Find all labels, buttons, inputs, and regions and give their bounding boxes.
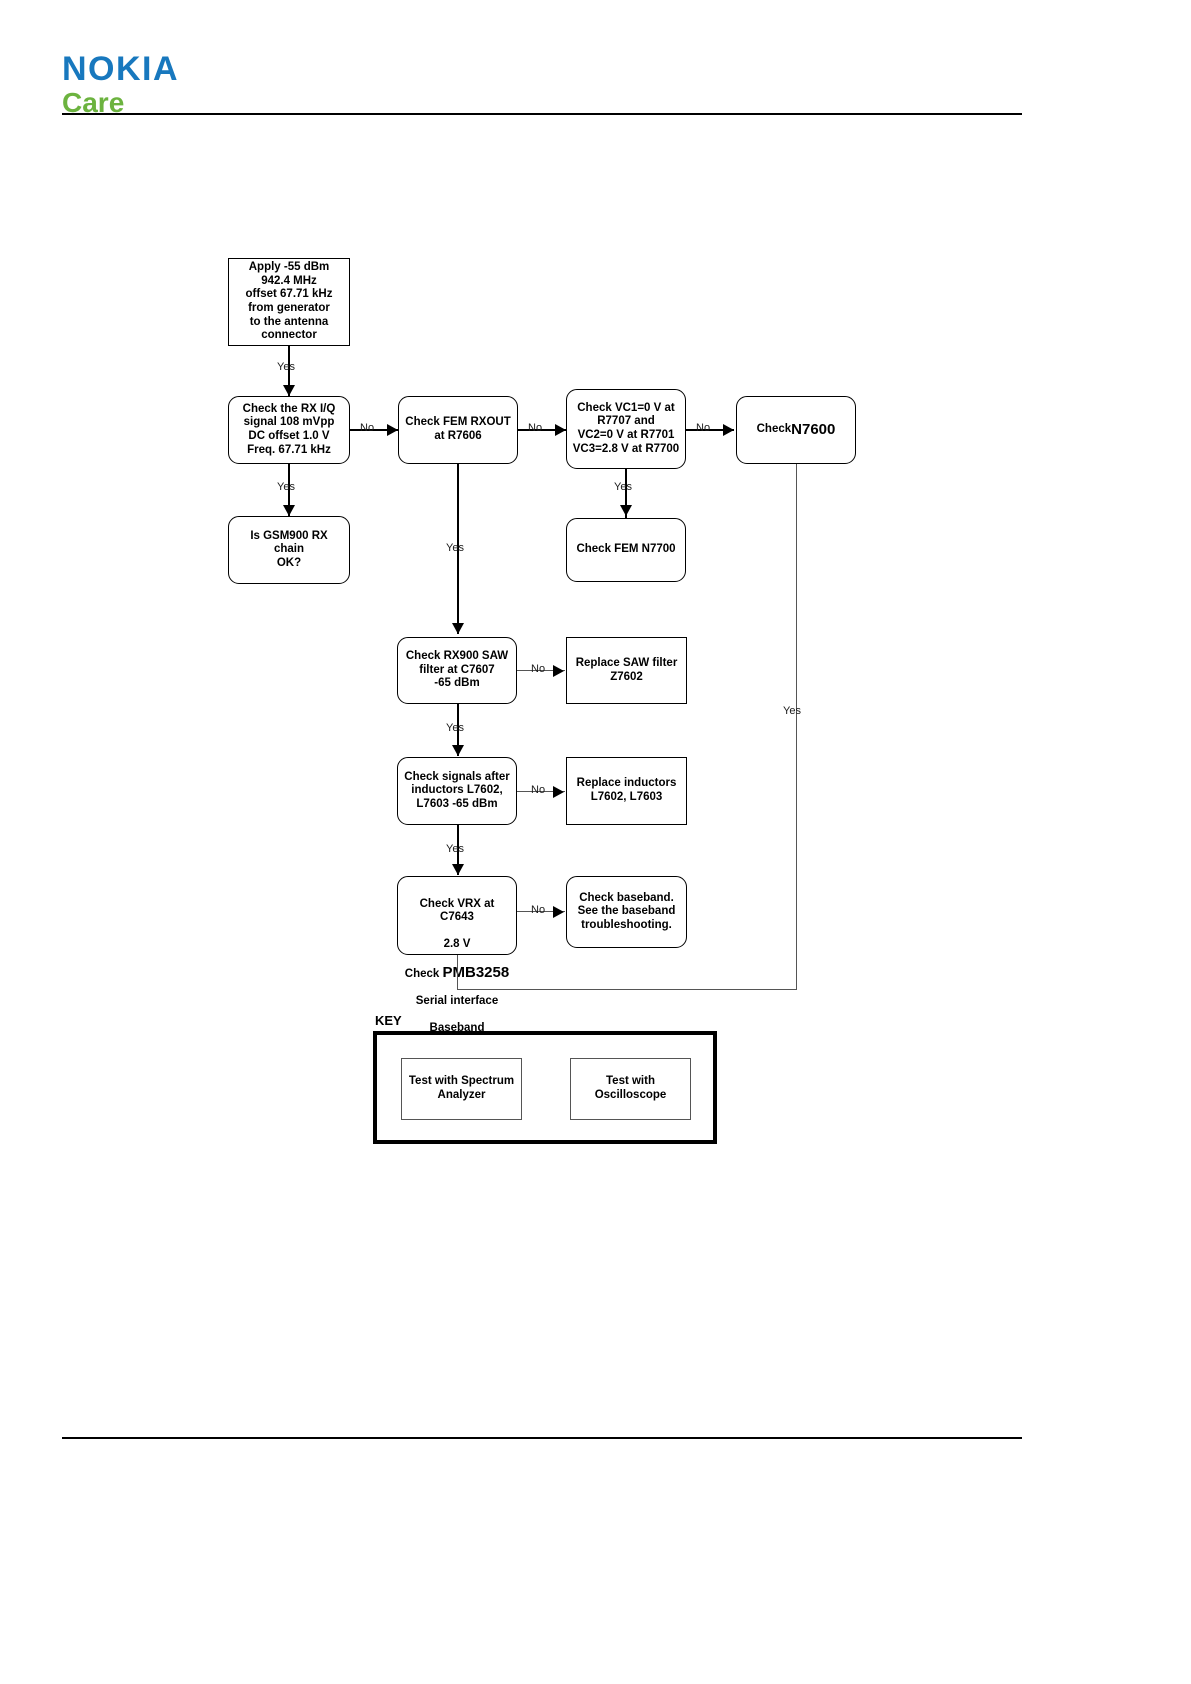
care-logo-text: Care	[62, 87, 125, 118]
edge-label-no-3: No	[696, 422, 711, 434]
footer-divider	[62, 1437, 1022, 1439]
edge-label-yes-3: Yes	[614, 481, 632, 493]
node-vrx-line3-prefix: Check	[404, 967, 443, 980]
page-header: NOKIA Care	[62, 52, 1022, 118]
edge-label-no-2: No	[528, 422, 543, 434]
edge-n12-n13	[517, 911, 565, 913]
edge-n2-n4	[350, 429, 398, 431]
node-check-vrx-pmb3258: Check VRX at C7643 2.8 V Check PMB3258 S…	[397, 876, 517, 1034]
key-title: KEY	[375, 1013, 402, 1028]
edge-label-yes-2: Yes	[277, 481, 295, 493]
arrow-n8-n10	[452, 745, 464, 756]
edge-n5-n7	[625, 469, 627, 521]
node-vrx-line5: Baseband	[429, 1021, 485, 1034]
arrow-n2-n4	[387, 424, 398, 436]
node-check-rx-iq: Check the RX I/Q signal 108 mVpp DC offs…	[228, 396, 350, 464]
edge-n6-return-vertical	[796, 464, 798, 990]
arrow-n4-n8	[452, 623, 464, 634]
edge-n12-return-horizontal	[457, 989, 797, 991]
node-check-n7600: Check N7600	[736, 396, 856, 464]
edge-label-yes-4: Yes	[446, 542, 464, 554]
header-divider	[62, 113, 1022, 115]
edge-n4-n8	[457, 464, 459, 634]
node-replace-saw-filter: Replace SAW filter Z7602	[566, 637, 687, 704]
arrow-n10-n11	[553, 786, 564, 798]
arrow-n5-n6	[723, 424, 734, 436]
arrow-n4-n5	[555, 424, 566, 436]
node-replace-inductors: Replace inductors L7602, L7603	[566, 757, 687, 825]
node-check-inductor-signals: Check signals after inductors L7602, L76…	[397, 757, 517, 825]
key-legend-box: Test with Spectrum Analyzer Test with Os…	[373, 1031, 717, 1144]
edge-n8-n10	[457, 704, 459, 756]
node-check-fem-rxout: Check FEM RXOUT at R7606	[398, 396, 518, 464]
edge-n2-n3	[288, 464, 290, 516]
arrow-n1-n2	[283, 385, 295, 396]
edge-label-yes-5: Yes	[446, 722, 464, 734]
key-item-spectrum-analyzer: Test with Spectrum Analyzer	[401, 1058, 522, 1120]
node-check-vc-voltages: Check VC1=0 V at R7707 and VC2=0 V at R7…	[566, 389, 686, 469]
nokia-logo-text: NOKIA	[62, 50, 180, 88]
edge-label-yes-6: Yes	[446, 843, 464, 855]
node-check-baseband: Check baseband. See the baseband trouble…	[566, 876, 687, 948]
key-item-oscilloscope: Test with Oscilloscope	[570, 1058, 691, 1120]
arrow-n2-n3	[283, 505, 295, 516]
edge-label-no-1: No	[360, 422, 375, 434]
node-check-n7600-prefix: Check	[756, 423, 792, 436]
node-check-fem-n7700: Check FEM N7700	[566, 518, 686, 582]
node-vrx-line3-component: PMB3258	[442, 963, 510, 981]
edge-label-no-4: No	[531, 663, 546, 675]
node-vrx-line4: Serial interface	[415, 994, 499, 1007]
edge-n12-return-vertical	[457, 955, 459, 990]
edge-label-yes-7: Yes	[783, 705, 801, 717]
node-check-rx900-saw: Check RX900 SAW filter at C7607 -65 dBm	[397, 637, 517, 704]
edge-n5-n6	[686, 429, 734, 431]
arrow-n5-n7	[620, 505, 632, 516]
node-vrx-line1: Check VRX at C7643	[419, 897, 495, 924]
node-check-n7600-component: N7600	[791, 421, 836, 439]
edge-n4-n5	[518, 429, 566, 431]
arrow-n8-n9	[553, 665, 564, 677]
edge-n8-n9	[517, 670, 565, 672]
edge-n1-n2	[288, 346, 290, 396]
node-is-gsm900-ok: Is GSM900 RX chain OK?	[228, 516, 350, 584]
edge-n10-n12	[457, 825, 459, 875]
arrow-n10-n12	[452, 864, 464, 875]
edge-n10-n11	[517, 791, 565, 793]
node-vrx-line2: 2.8 V	[443, 938, 471, 951]
edge-label-yes-1: Yes	[277, 361, 295, 373]
arrow-n12-n13	[553, 906, 564, 918]
node-vrx-line3: Check PMB3258	[403, 963, 511, 982]
edge-label-no-6: No	[531, 904, 546, 916]
edge-label-no-5: No	[531, 784, 546, 796]
node-apply-signal: Apply -55 dBm 942.4 MHz offset 67.71 kHz…	[228, 258, 350, 346]
